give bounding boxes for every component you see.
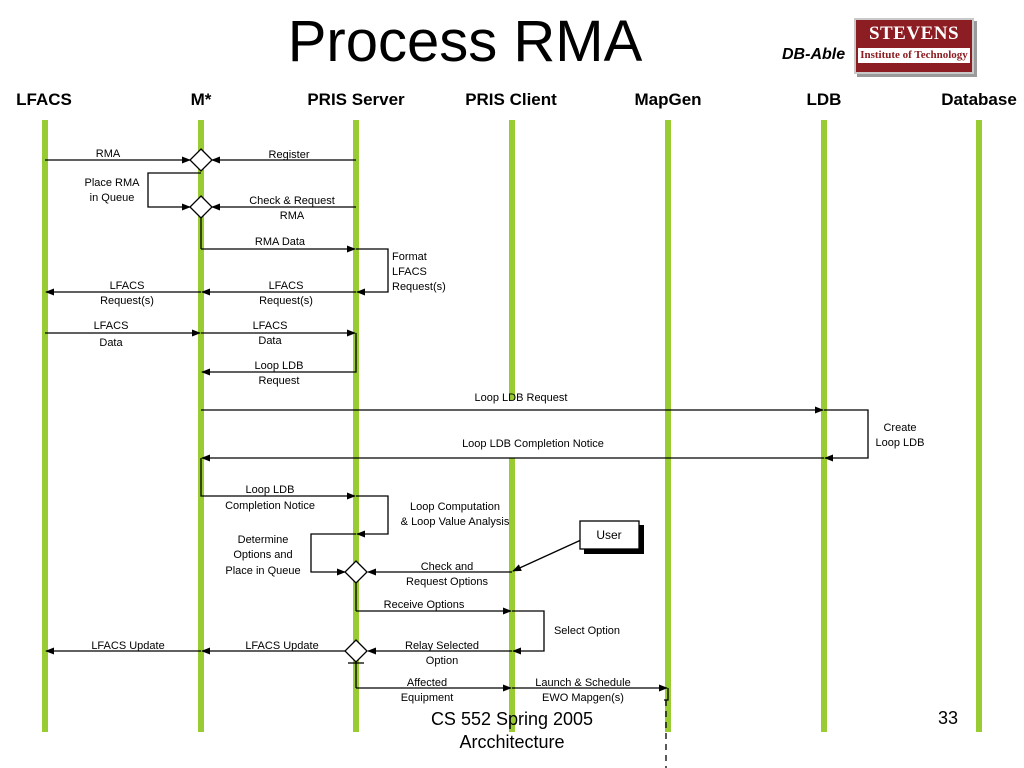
label-loop-ldb-request-1a: Loop LDB bbox=[255, 360, 304, 372]
footer-course-line-2: Arcchitecture bbox=[459, 732, 565, 752]
label-loop-ldb-request-2: Loop LDB Request bbox=[475, 392, 568, 404]
label-place-rma-1: Place RMA bbox=[84, 177, 140, 189]
label-check-request-options-2: Request Options bbox=[406, 576, 488, 588]
lane-header-pris-server: PRIS Server bbox=[307, 90, 405, 109]
lane-header-lfacs: LFACS bbox=[16, 90, 72, 109]
label-lfacs-data-left-1: LFACS bbox=[94, 320, 129, 332]
label-loop-ldb-completion: Loop LDB Completion Notice bbox=[462, 438, 604, 450]
label-loop-ldb-completion-2b: Completion Notice bbox=[225, 500, 315, 512]
page-number: 33 bbox=[938, 708, 959, 728]
label-affected-1: Affected bbox=[407, 677, 447, 689]
label-lfacs-request-left-1: LFACS bbox=[110, 280, 145, 292]
lane-header-mstar: M* bbox=[191, 90, 212, 109]
db-able-tag: DB-Able bbox=[782, 46, 846, 63]
label-format-3: Request(s) bbox=[392, 281, 446, 293]
stevens-logo: STEVENS Institute of Technology bbox=[854, 18, 974, 74]
decision-diamond-1 bbox=[189, 148, 213, 172]
loop-select-option bbox=[512, 610, 545, 655]
label-loop-ldb-request-1b: Request bbox=[259, 375, 300, 387]
label-create-ldb-1: Create bbox=[883, 422, 916, 434]
label-affected-2: Equipment bbox=[401, 692, 454, 704]
lane-header-database: Database bbox=[941, 90, 1017, 109]
decision-diamond-2 bbox=[189, 195, 213, 219]
user-box-label: User bbox=[596, 528, 621, 542]
slide-title: Process RMA bbox=[287, 9, 643, 74]
loop-determine-options bbox=[310, 533, 356, 576]
label-loop-ldb-completion-2a: Loop LDB bbox=[246, 484, 295, 496]
label-determine-2: Options and bbox=[233, 549, 292, 561]
loop-create-ldb bbox=[824, 409, 869, 462]
label-rma: RMA bbox=[96, 148, 121, 160]
label-format-1: Format bbox=[392, 251, 427, 263]
label-launch-2: EWO Mapgen(s) bbox=[542, 692, 624, 704]
label-receive-options: Receive Options bbox=[384, 599, 465, 611]
label-determine-3: Place in Queue bbox=[225, 565, 300, 577]
lane-header-ldb: LDB bbox=[807, 90, 842, 109]
label-lfacs-data-mid-2: Data bbox=[258, 335, 282, 347]
decision-diamond-4 bbox=[344, 639, 368, 663]
arrow-loop-ldb-request-1 bbox=[201, 333, 357, 376]
label-lfacs-data-mid-1: LFACS bbox=[253, 320, 288, 332]
label-lfacs-request-left-2: Request(s) bbox=[100, 295, 154, 307]
label-lfacs-update-left: LFACS Update bbox=[91, 640, 164, 652]
label-lfacs-data-left-2: Data bbox=[99, 337, 123, 349]
user-box bbox=[579, 520, 640, 550]
label-format-2: LFACS bbox=[392, 266, 427, 278]
logo-line-1: STEVENS bbox=[868, 23, 960, 44]
lane-header-pris-client: PRIS Client bbox=[465, 90, 557, 109]
label-loop-computation-2: & Loop Value Analysis bbox=[401, 516, 510, 528]
decision-diamond-3 bbox=[344, 560, 368, 584]
label-place-rma-2: in Queue bbox=[90, 192, 135, 204]
label-lfacs-update-mid: LFACS Update bbox=[245, 640, 318, 652]
label-determine-1: Determine bbox=[238, 534, 289, 546]
label-check-request-1: Check & Request bbox=[249, 195, 335, 207]
label-rma-data: RMA Data bbox=[255, 236, 306, 248]
logo-line-2: Institute of Technology bbox=[858, 48, 970, 63]
loop-place-rma bbox=[147, 172, 201, 211]
arrow-loop-ldb-completion-2 bbox=[200, 458, 356, 500]
label-lfacs-request-mid-1: LFACS bbox=[269, 280, 304, 292]
label-lfacs-request-mid-2: Request(s) bbox=[259, 295, 313, 307]
label-select-option: Select Option bbox=[554, 625, 620, 637]
label-create-ldb-2: Loop LDB bbox=[876, 437, 925, 449]
loop-computation bbox=[356, 495, 389, 538]
label-launch-1: Launch & Schedule bbox=[535, 677, 630, 689]
label-relay-selected-1: Relay Selected bbox=[405, 640, 479, 652]
label-check-request-2: RMA bbox=[280, 210, 305, 222]
footer-course: CS 552 Spring 2005 Arcchitecture bbox=[412, 708, 612, 754]
label-check-request-options-1: Check and bbox=[421, 561, 474, 573]
label-register: Register bbox=[269, 149, 310, 161]
lane-header-mapgen: MapGen bbox=[634, 90, 701, 109]
footer-course-line-1: CS 552 Spring 2005 bbox=[430, 709, 594, 729]
loop-format-lfacs bbox=[356, 248, 389, 296]
arrow-user bbox=[512, 539, 582, 572]
label-relay-selected-2: Option bbox=[426, 655, 458, 667]
label-loop-computation-1: Loop Computation bbox=[410, 501, 500, 513]
